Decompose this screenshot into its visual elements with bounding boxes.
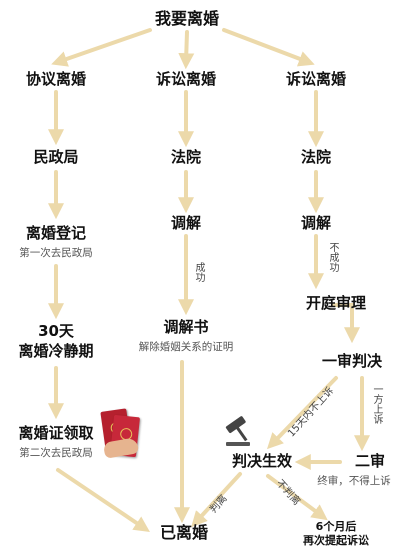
civil-affairs-node: 民政局 [33,148,79,166]
gavel-icon [225,416,250,446]
title-node: 我要离婚 [154,9,220,28]
arrow-right-4 [331,303,360,344]
litigation-divorce-node-middle: 诉讼离婚 [155,70,217,88]
divorced-node: 已离婚 [159,523,209,542]
certificate-collection-note: 第二次去民政局 [19,447,93,459]
retry-after-node: 6个月后 [315,520,357,533]
arrow-first-to-effective [266,376,338,450]
mediation-document-node: 调解书 [163,318,209,336]
appeal-label: 一方上诉 [371,384,382,424]
second-instance-note: 终审，不得上诉 [317,475,391,487]
cooling-period-node: 离婚冷静期 [18,342,94,360]
mediation-node-right: 调解 [300,214,332,232]
cooling-period-days: 30天 [38,322,74,340]
arrow-title-to-middle [178,30,195,70]
litigation-divorce-node-right: 诉讼离婚 [285,70,347,88]
divorce-registration-node: 离婚登记 [25,224,87,242]
mediation-success-label: 成功 [193,262,204,282]
certificate-collection-node: 离婚证领取 [18,424,94,442]
refile-lawsuit-node: 再次提起诉讼 [303,534,369,547]
judgment-effective-node: 判决生效 [231,452,293,470]
first-instance-node: 一审判决 [321,352,383,370]
arrow-effective-to-final [191,472,242,528]
mediation-fail-label: 不成功 [327,242,338,272]
court-node-right: 法院 [300,148,332,166]
second-instance-node: 二审 [354,452,386,470]
mediation-node-middle: 调解 [170,214,202,232]
arrow-title-to-left [51,28,152,67]
trial-node: 开庭审理 [305,294,367,312]
agreement-divorce-node: 协议离婚 [25,70,87,88]
arrow-left-to-final [56,468,150,533]
mediation-document-note: 解除婚姻关系的证明 [138,341,234,353]
divorce-registration-note: 第一次去民政局 [19,247,93,259]
arrow-title-to-right [222,28,315,67]
court-node-middle: 法院 [170,148,202,166]
arrow-effective-to-retry [266,474,328,521]
